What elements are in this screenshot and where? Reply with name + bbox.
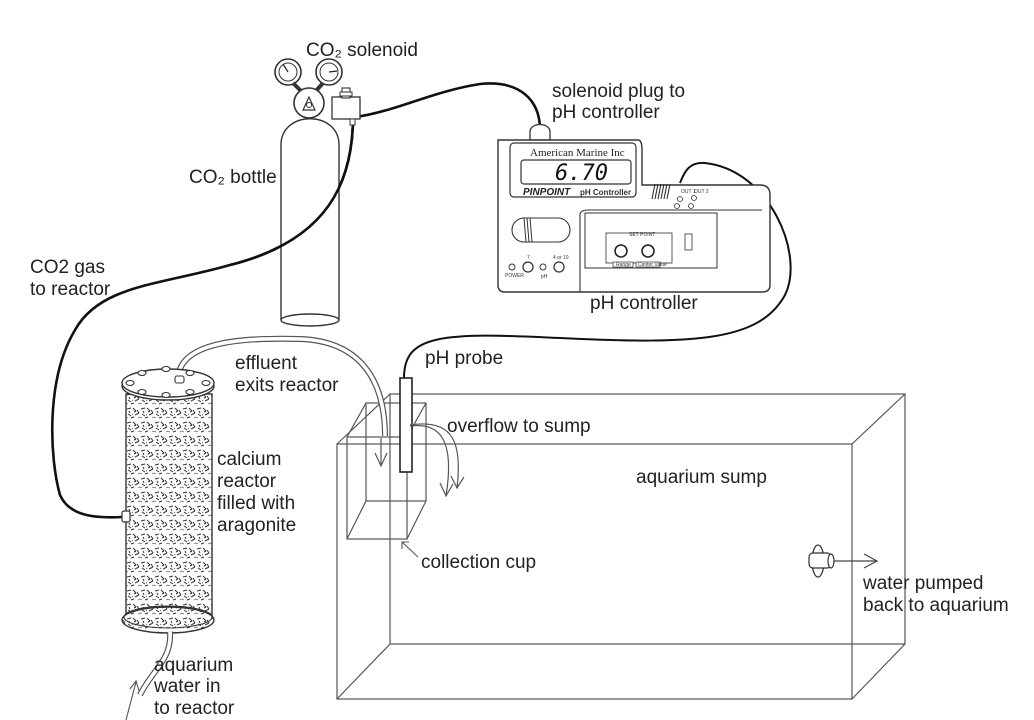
ph-controller (497, 123, 771, 293)
label-co2-gas-2: to reactor (30, 279, 111, 300)
knob-7-label: 7 (527, 255, 530, 261)
label-solenoid-plug-2: pH controller (552, 102, 660, 123)
calcium-reactor (121, 365, 215, 634)
label-ph-probe: pH probe (425, 348, 503, 369)
outflow-arrow (834, 553, 879, 569)
co2-bottle (280, 118, 340, 327)
co2-gas-hose-front (229, 119, 355, 267)
ph-probe-cable (403, 161, 792, 379)
label-water-in-3: to reactor (154, 698, 235, 719)
sump-outlet-fitting (808, 544, 835, 578)
label-water-in-2: water in (153, 676, 221, 697)
label-overflow: overflow to sump (447, 416, 591, 437)
set-point-label: SET POINT (629, 232, 655, 238)
out2-label: OUT 2 (694, 189, 709, 195)
co2-solenoid (331, 87, 361, 126)
aquarium-sump (336, 393, 906, 700)
co2-regulator (274, 58, 343, 119)
label-ph-controller: pH controller (590, 293, 698, 314)
label-collection-cup: collection cup (421, 552, 536, 573)
knob-4-10-label: 4 or 10 (553, 255, 569, 261)
effluent-tube (175, 335, 388, 468)
label-water-in-1: aquarium (154, 655, 233, 676)
solenoid-plug-cable (355, 82, 542, 131)
label-co2-solenoid: CO₂ solenoid (306, 40, 418, 61)
controller-model: PINPOINT (523, 187, 571, 198)
label-calcium-4: aragonite (217, 515, 296, 536)
label-calcium-3: filled with (217, 493, 295, 514)
label-co2-bottle: CO₂ bottle (189, 167, 277, 188)
label-effluent-1: effluent (235, 353, 298, 374)
label-water-pumped-1: water pumped (862, 573, 983, 594)
label-effluent-2: exits reactor (235, 375, 339, 396)
overflow-arrows (409, 423, 465, 498)
label-aquarium-sump: aquarium sump (636, 467, 767, 488)
out1-label: OUT 1 (681, 189, 696, 195)
label-co2-gas-1: CO2 gas (30, 257, 105, 278)
ph-small-label: pH (541, 274, 548, 280)
controller-brand: American Marine Inc (530, 147, 625, 159)
water-in-tube (137, 631, 174, 697)
lid-bolts (125, 365, 211, 399)
range-label: Range (616, 262, 631, 268)
label-calcium-1: calcium (217, 449, 281, 470)
collection-cup-pointer (401, 541, 419, 558)
collection-cup (346, 402, 427, 540)
controller-model-suffix: pH Controller (580, 188, 631, 197)
center-value-label: Center Value (638, 262, 667, 268)
ph-reading-display: 6.70 (555, 161, 608, 186)
power-label: POWER (505, 273, 524, 279)
water-in-arrow (125, 679, 140, 720)
label-water-pumped-2: back to aquarium (863, 595, 1009, 616)
label-solenoid-plug-1: solenoid plug to (552, 81, 685, 102)
label-calcium-2: reactor (217, 471, 277, 492)
